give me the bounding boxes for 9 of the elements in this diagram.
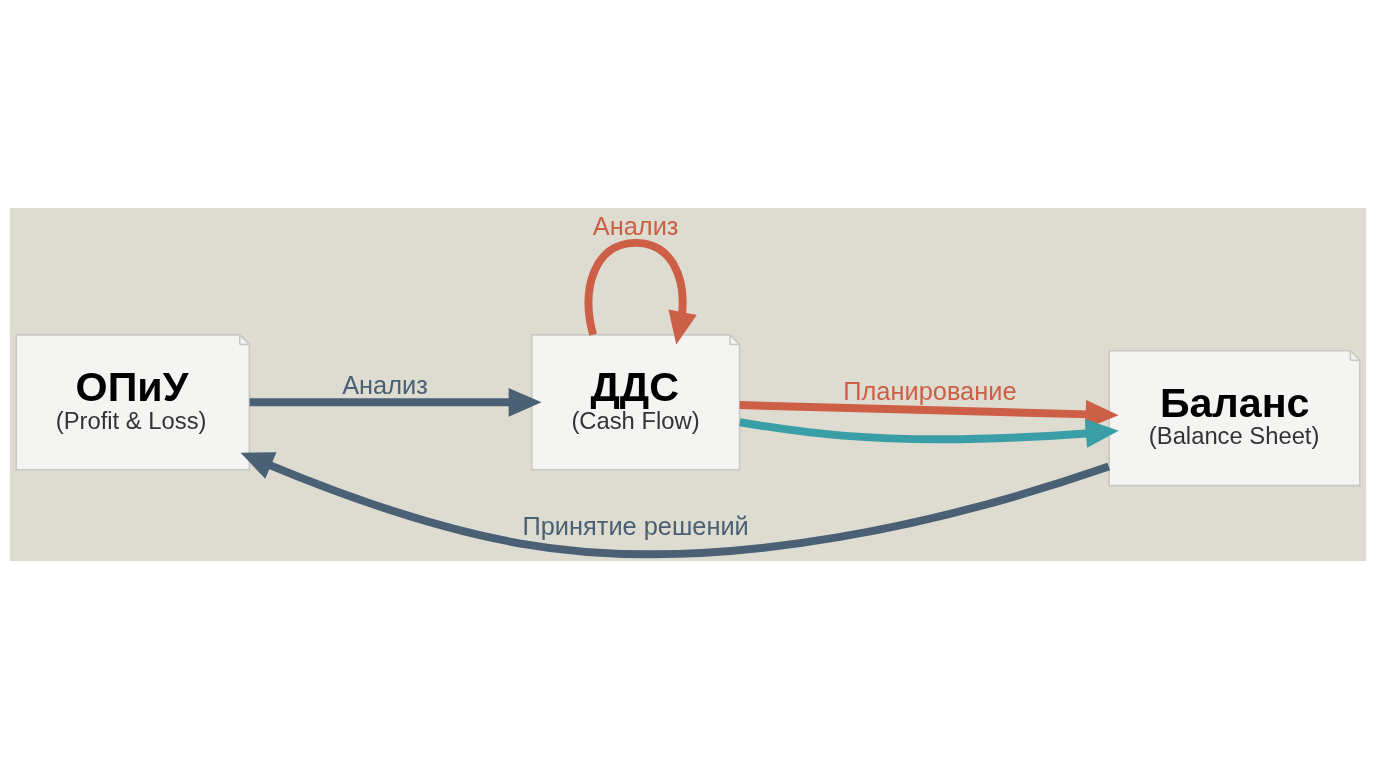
edge-label: Анализ [342,370,428,399]
arrow [249,387,542,417]
arrow [584,238,697,344]
edge-label: Анализ [592,211,679,240]
edge-label: Принятие решений [522,511,749,540]
arrow [739,417,1119,448]
edge-label: Планирование [843,376,1017,405]
arrow [240,451,1110,558]
arrow [739,399,1119,429]
